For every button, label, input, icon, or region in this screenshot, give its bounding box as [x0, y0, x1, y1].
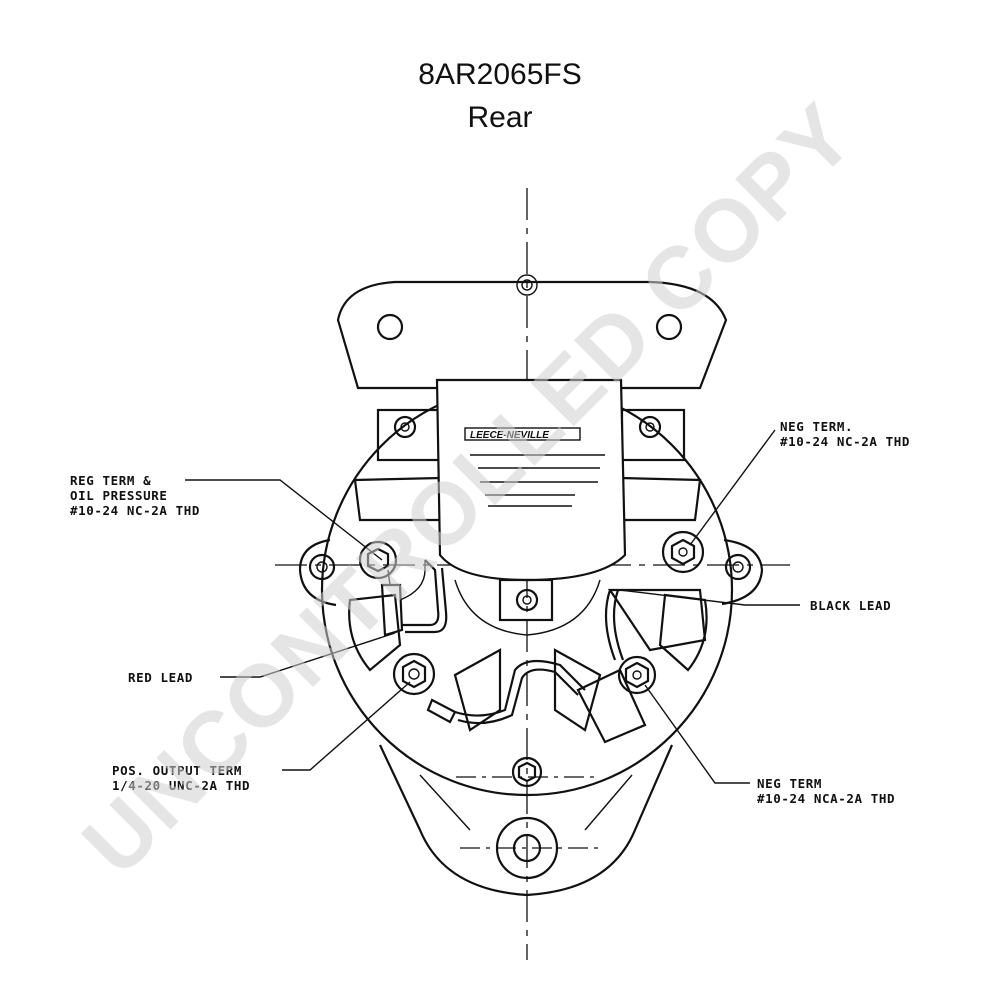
callout-neg-term-bottom: NEG TERM #10-24 NCA-2A THD	[757, 776, 895, 806]
neg-terminal-top	[661, 530, 705, 574]
pos-output-label-line2: 1/4-20 UNC-2A THD	[112, 778, 250, 793]
pos-output-terminal	[392, 652, 457, 724]
red-lead-label: RED LEAD	[128, 670, 193, 685]
view-title: Rear	[467, 101, 533, 134]
black-lead-label: BLACK LEAD	[810, 598, 891, 613]
uncontrolled-copy-watermark: UNCONTROLLED COPY	[63, 84, 873, 894]
voltage-regulator: LEECE-NEVILLE	[435, 378, 627, 622]
regulator-mount-arc	[454, 579, 601, 636]
neg-term-top-label-line2: #10-24 NC-2A THD	[780, 434, 910, 449]
neg-term-bottom-label-line1: NEG TERM	[757, 776, 822, 791]
neg-terminal-bottom	[576, 655, 657, 744]
wire-leads	[402, 559, 625, 725]
mounting-bracket	[336, 274, 728, 390]
reg-term-label-line2: OIL PRESSURE	[70, 488, 168, 503]
reg-term-label-line3: #10-24 NC-2A THD	[70, 503, 200, 518]
lower-stud	[511, 756, 543, 788]
neg-term-bottom-label-line2: #10-24 NCA-2A THD	[757, 791, 895, 806]
reg-terminal	[358, 540, 426, 637]
callout-pos-output-term: POS. OUTPUT TERM 1/4-20 UNC-2A THD	[112, 763, 250, 793]
callout-neg-term-top: NEG TERM. #10-24 NC-2A THD	[780, 419, 910, 449]
pos-output-label-line1: POS. OUTPUT TERM	[112, 763, 242, 778]
callout-reg-term: REG TERM & OIL PRESSURE #10-24 NC-2A THD	[70, 473, 200, 518]
reg-term-label-line1: REG TERM &	[70, 473, 151, 488]
model-title: 8AR2065FS	[418, 58, 582, 91]
leader-lines	[185, 429, 800, 784]
regulator-brand: LEECE-NEVILLE	[470, 430, 549, 441]
neg-term-top-label-line1: NEG TERM.	[780, 419, 853, 434]
